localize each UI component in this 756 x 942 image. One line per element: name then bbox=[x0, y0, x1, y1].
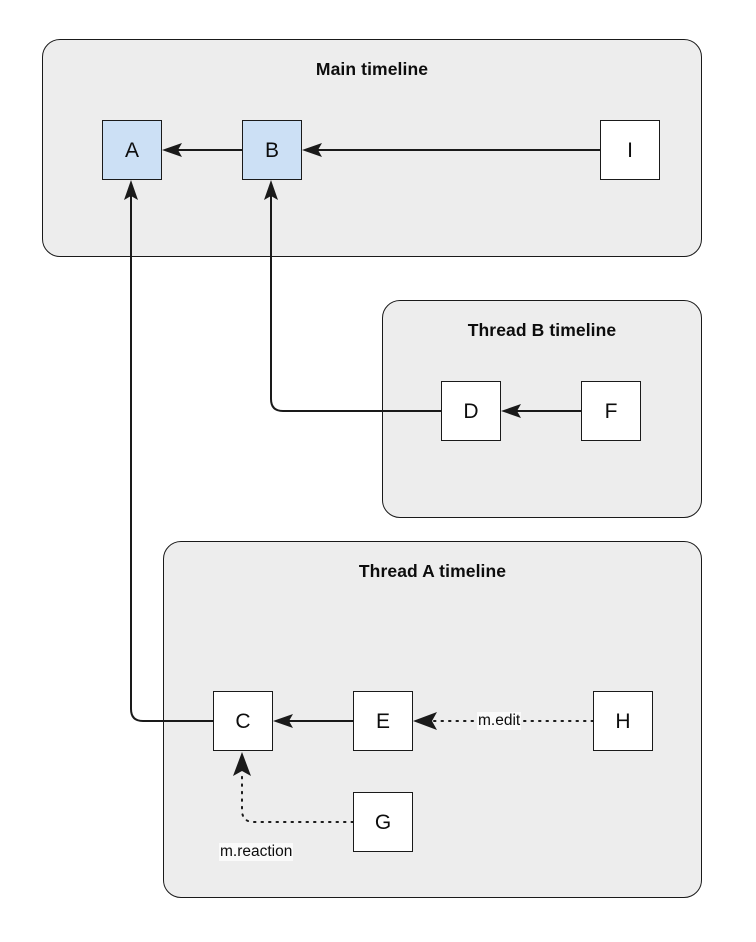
container-title-thread-b-timeline: Thread B timeline bbox=[467, 320, 617, 340]
container-title-main-timeline: Main timeline bbox=[315, 59, 429, 79]
container-thread-b-timeline: Thread B timeline bbox=[382, 300, 702, 518]
node-c[interactable]: C bbox=[213, 691, 273, 751]
edge-label-m-edit: m.edit bbox=[477, 712, 522, 730]
container-title-thread-a-timeline: Thread A timeline bbox=[358, 561, 507, 581]
node-e[interactable]: E bbox=[353, 691, 413, 751]
node-i[interactable]: I bbox=[600, 120, 660, 180]
edge-label-m-reaction: m.reaction bbox=[219, 843, 294, 861]
node-a[interactable]: A bbox=[102, 120, 162, 180]
node-h[interactable]: H bbox=[593, 691, 653, 751]
node-b[interactable]: B bbox=[242, 120, 302, 180]
node-f[interactable]: F bbox=[581, 381, 641, 441]
node-d[interactable]: D bbox=[441, 381, 501, 441]
node-g[interactable]: G bbox=[353, 792, 413, 852]
